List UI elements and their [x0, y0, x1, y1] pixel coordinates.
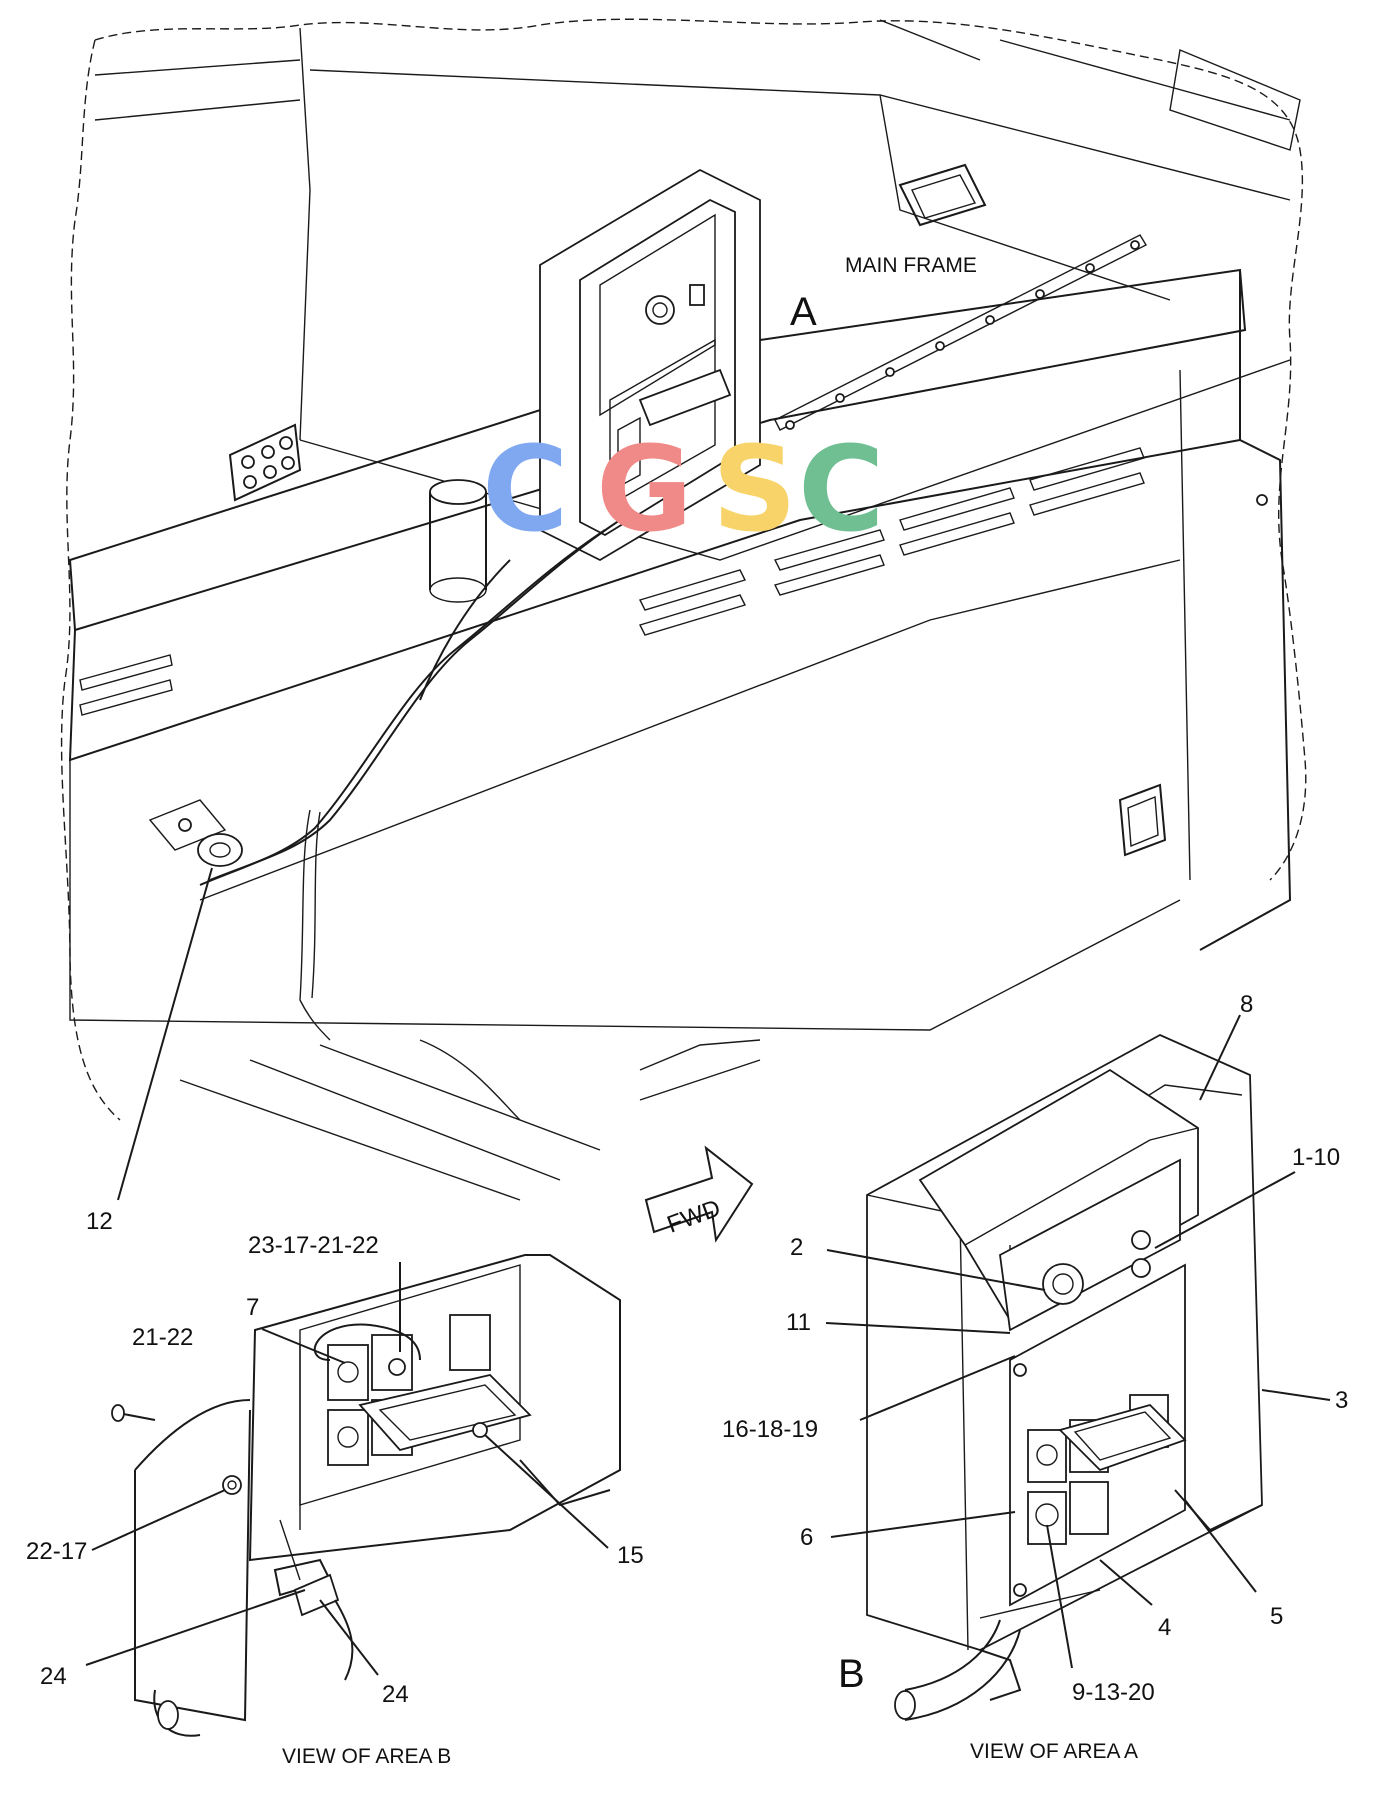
hinge-strip	[774, 234, 1147, 431]
main-frame-label: MAIN FRAME	[845, 254, 977, 277]
leader-5	[1184, 1499, 1257, 1593]
detail-view-area-a	[866, 1033, 1263, 1721]
receptacle-box-main	[539, 168, 761, 562]
leader-2	[826, 1249, 1046, 1291]
watermark-letter-c2: C	[798, 420, 885, 558]
view-area-a-caption: VIEW OF AREA A	[970, 1740, 1138, 1763]
leader-8	[1199, 1014, 1241, 1101]
callout-15: 15	[617, 1542, 644, 1569]
hinged-cover-b	[358, 1374, 532, 1452]
callout-6: 6	[800, 1524, 813, 1551]
leader-12	[117, 867, 213, 1201]
frame-vent-slots	[79, 447, 1145, 716]
fwd-direction-arrow: FWD	[644, 1145, 754, 1243]
area-b-marker: B	[838, 1652, 865, 1696]
frame-cutout	[898, 163, 987, 227]
leader-3	[1261, 1389, 1331, 1401]
callout-2: 2	[790, 1234, 803, 1261]
leader-24-left	[85, 1589, 306, 1666]
leader-15	[484, 1434, 609, 1549]
callout-1-10: 1-10	[1292, 1144, 1340, 1171]
cable-harness	[199, 519, 621, 1041]
twist-lock-receptacle	[1042, 1263, 1084, 1305]
side-opening	[1118, 783, 1167, 857]
detail-view-area-b	[111, 1254, 621, 1737]
callout-3: 3	[1335, 1387, 1348, 1414]
watermark-letter-g: G	[596, 420, 693, 558]
leader-6	[830, 1511, 1016, 1538]
view-area-b-caption: VIEW OF AREA B	[282, 1745, 451, 1768]
cylinder-component	[429, 479, 487, 603]
watermark-letter-c1: C	[482, 420, 569, 558]
leader-24-bottom	[319, 1599, 379, 1676]
area-b-enclosure	[248, 1254, 621, 1562]
callout-5: 5	[1270, 1603, 1283, 1630]
leader-22-17	[91, 1489, 226, 1551]
callout-22-17: 22-17	[26, 1538, 87, 1565]
callout-8: 8	[1240, 991, 1253, 1018]
pilot-light-lower	[1131, 1258, 1151, 1278]
callout-11: 11	[786, 1309, 811, 1336]
callout-4: 4	[1158, 1614, 1171, 1641]
cgsc-watermark: C G S C	[482, 420, 885, 558]
leader-11	[825, 1322, 1011, 1334]
grommet-plate	[228, 423, 302, 502]
callout-12: 12	[86, 1208, 113, 1235]
main-assembly-view: A MAIN FRAME	[60, 18, 1307, 1201]
ground-wire-b	[313, 1323, 421, 1361]
leader-7	[261, 1328, 346, 1364]
callout-16-18-19: 16-18-19	[722, 1416, 818, 1443]
leader-16-18-19	[859, 1355, 1016, 1421]
leader-1-10	[1154, 1171, 1296, 1249]
pilot-light-upper	[1131, 1230, 1151, 1250]
callout-24-bottom: 24	[382, 1681, 409, 1708]
leader-9-13-20	[1046, 1524, 1073, 1669]
callout-21-22: 21-22	[132, 1324, 193, 1351]
leader-4	[1099, 1559, 1153, 1606]
callout-23-17-21-22: 23-17-21-22	[248, 1232, 379, 1259]
callout-24-left: 24	[40, 1663, 67, 1690]
callout-9-13-20: 9-13-20	[1072, 1679, 1155, 1706]
area-a-marker: A	[790, 290, 817, 334]
cable-clip	[148, 799, 243, 867]
view-break-boundary	[94, 18, 1307, 881]
callout-7: 7	[246, 1294, 259, 1321]
watermark-letter-s: S	[712, 420, 797, 558]
